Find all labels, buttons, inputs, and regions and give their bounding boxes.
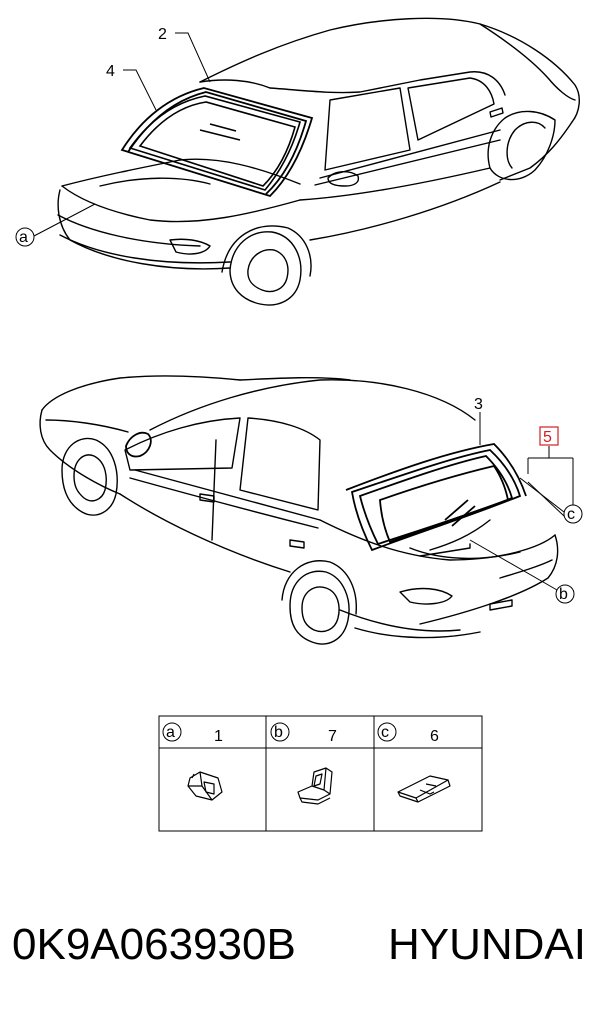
parts-column-b[interactable]: b 7 xyxy=(270,722,337,805)
callout-a-label: a xyxy=(19,229,28,246)
clip-b-icon xyxy=(297,767,333,805)
front-car-drawing xyxy=(57,17,580,306)
clip-a-icon xyxy=(187,771,223,801)
callout-5[interactable]: 5 xyxy=(539,426,559,446)
callout-5-label: 5 xyxy=(543,429,552,446)
callout-c xyxy=(519,477,583,524)
rear-glass[interactable] xyxy=(350,449,522,552)
part-number: 0K9A063930B xyxy=(12,920,296,969)
windshield-molding[interactable] xyxy=(120,87,314,198)
callout-b-label: b xyxy=(559,586,568,603)
callout-2-label: 2 xyxy=(158,26,167,43)
callout-3-label: 3 xyxy=(474,396,483,413)
parts-diagram: 2 4 a xyxy=(15,17,583,832)
parts-qty-a: 1 xyxy=(214,728,223,745)
parts-column-c[interactable]: c 6 xyxy=(377,722,451,803)
parts-qty-b: 7 xyxy=(328,728,337,745)
callout-c-label: c xyxy=(567,506,575,523)
parts-letter-a: a xyxy=(166,724,175,741)
parts-table xyxy=(158,715,483,832)
brand-name: HYUNDAI xyxy=(387,920,586,969)
callout-4-label: 4 xyxy=(106,63,115,80)
rear-glass-molding[interactable] xyxy=(125,431,527,497)
callout-4 xyxy=(123,69,157,111)
callout-b xyxy=(469,539,575,604)
parts-column-a[interactable]: a 1 xyxy=(162,722,223,801)
clip-c-icon xyxy=(397,775,451,803)
callout-a xyxy=(15,203,96,247)
parts-qty-c: 6 xyxy=(430,728,439,745)
callout-5-bracket xyxy=(527,446,574,505)
footer: 0K9A063930B HYUNDAI xyxy=(0,910,600,980)
parts-letter-c: c xyxy=(381,724,389,741)
callout-2 xyxy=(175,32,211,83)
parts-letter-b: b xyxy=(274,724,283,741)
rear-car-drawing xyxy=(39,375,559,645)
